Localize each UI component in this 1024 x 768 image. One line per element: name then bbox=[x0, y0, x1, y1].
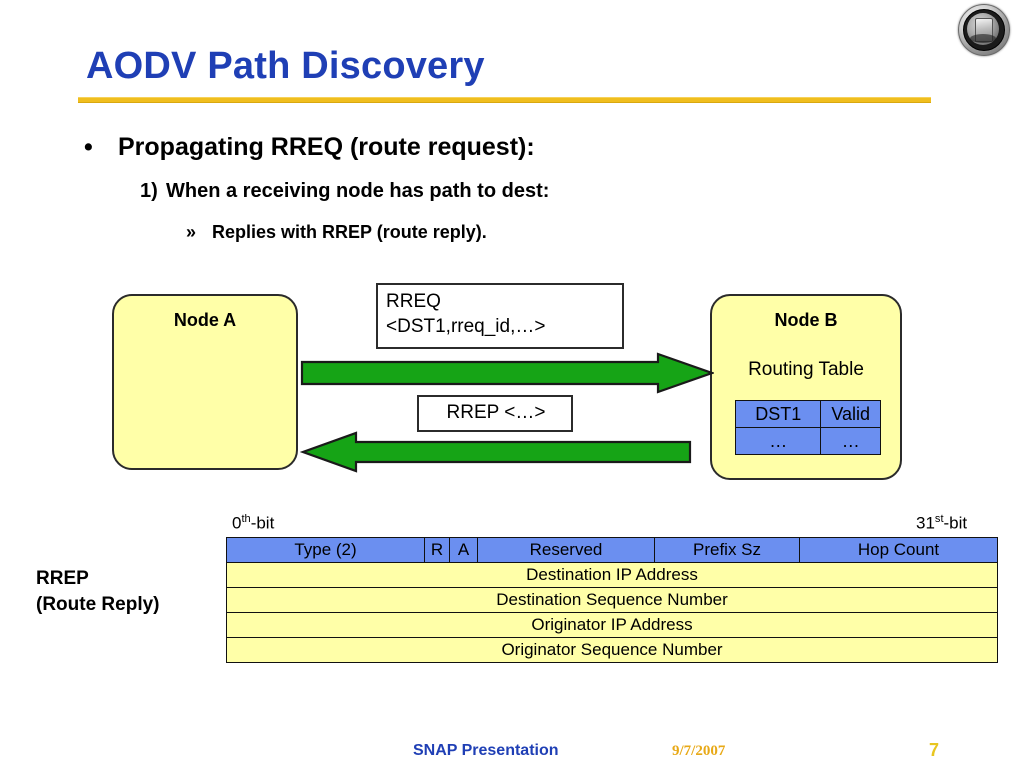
bit-left-number: 0 bbox=[232, 513, 242, 533]
packet-row: Destination Sequence Number bbox=[226, 587, 998, 613]
packet-field-originator-ip: Originator IP Address bbox=[226, 612, 998, 638]
packet-field-destination-seq: Destination Sequence Number bbox=[226, 587, 998, 613]
bullet-level2: 1) When a receiving node has path to dest… bbox=[140, 178, 940, 204]
rreq-message-box: RREQ <DST1,rreq_id,…> bbox=[376, 283, 624, 349]
seal-text-band bbox=[970, 34, 996, 43]
packet-row: Destination IP Address bbox=[226, 562, 998, 588]
university-seal-logo bbox=[950, 4, 1016, 56]
routing-cell-status-more: … bbox=[820, 427, 881, 455]
packet-field-a: A bbox=[449, 537, 478, 563]
rrep-message-box: RREP <…> bbox=[417, 395, 573, 432]
packet-row: Originator IP Address bbox=[226, 612, 998, 638]
bit-right-ordinal: st bbox=[934, 513, 944, 525]
bit-left-suffix: -bit bbox=[250, 513, 275, 533]
node-a-label: Node A bbox=[173, 310, 237, 330]
footer-presentation-name: SNAP Presentation bbox=[413, 742, 559, 759]
packet-field-r: R bbox=[424, 537, 450, 563]
bit-left-ordinal: th bbox=[241, 513, 251, 525]
bullet-level1: • Propagating RREQ (route request): bbox=[84, 131, 924, 163]
rrep-packet-format-table: Type (2) R A Reserved Prefix Sz Hop Coun… bbox=[226, 537, 998, 663]
bullet-level1-text: Propagating RREQ (route request): bbox=[118, 133, 535, 161]
packet-row: Originator Sequence Number bbox=[226, 637, 998, 663]
rreq-message-line2: <DST1,rreq_id,…> bbox=[386, 316, 546, 337]
bit-label-right: 31st-bit bbox=[916, 513, 967, 534]
rrep-arrow-left bbox=[300, 431, 692, 473]
bit-label-left: 0th-bit bbox=[232, 513, 274, 534]
routing-cell-status: Valid bbox=[820, 400, 881, 428]
node-a-box: Node A bbox=[112, 294, 298, 470]
packet-field-type: Type (2) bbox=[226, 537, 425, 563]
table-row: … … bbox=[734, 427, 881, 455]
bullet-marker-chevron: » bbox=[186, 222, 197, 242]
title-divider bbox=[78, 97, 931, 103]
node-b-label: Node B bbox=[774, 310, 838, 330]
bullet-marker-numbered: 1) bbox=[140, 180, 158, 202]
rrep-caption-line2: (Route Reply) bbox=[36, 594, 160, 615]
rreq-arrow-right bbox=[300, 352, 714, 394]
page-title: AODV Path Discovery bbox=[86, 45, 485, 87]
bit-right-number: 31 bbox=[916, 513, 935, 533]
packet-field-hop-count: Hop Count bbox=[799, 537, 998, 563]
rrep-caption-line1: RREP bbox=[36, 568, 89, 589]
packet-field-prefix-sz: Prefix Sz bbox=[654, 537, 800, 563]
routing-table: DST1 Valid … … bbox=[734, 400, 881, 455]
footer-page-number: 7 bbox=[929, 740, 940, 760]
packet-field-reserved: Reserved bbox=[477, 537, 655, 563]
bit-right-suffix: -bit bbox=[943, 513, 968, 533]
bullet-marker: • bbox=[84, 133, 93, 161]
routing-cell-dest-more: … bbox=[734, 427, 822, 455]
footer-date: 9/7/2007 bbox=[672, 743, 726, 759]
packet-field-destination-ip: Destination IP Address bbox=[226, 562, 998, 588]
node-b-box: Node B Routing Table DST1 Valid … … bbox=[710, 294, 902, 480]
bullet-level3: » Replies with RREP (route reply). bbox=[186, 220, 946, 244]
packet-field-originator-seq: Originator Sequence Number bbox=[226, 637, 998, 663]
node-b-routing-table-caption: Routing Table bbox=[748, 359, 864, 380]
rrep-packet-caption: RREP (Route Reply) bbox=[36, 566, 226, 618]
routing-cell-dest: DST1 bbox=[734, 400, 822, 428]
bullet-level3-text: Replies with RREP (route reply). bbox=[212, 222, 487, 242]
rreq-message-line1: RREQ bbox=[386, 291, 441, 312]
table-row: DST1 Valid bbox=[734, 400, 881, 428]
bullet-level2-text: When a receiving node has path to dest: bbox=[166, 180, 550, 202]
packet-header-row: Type (2) R A Reserved Prefix Sz Hop Coun… bbox=[226, 537, 998, 563]
